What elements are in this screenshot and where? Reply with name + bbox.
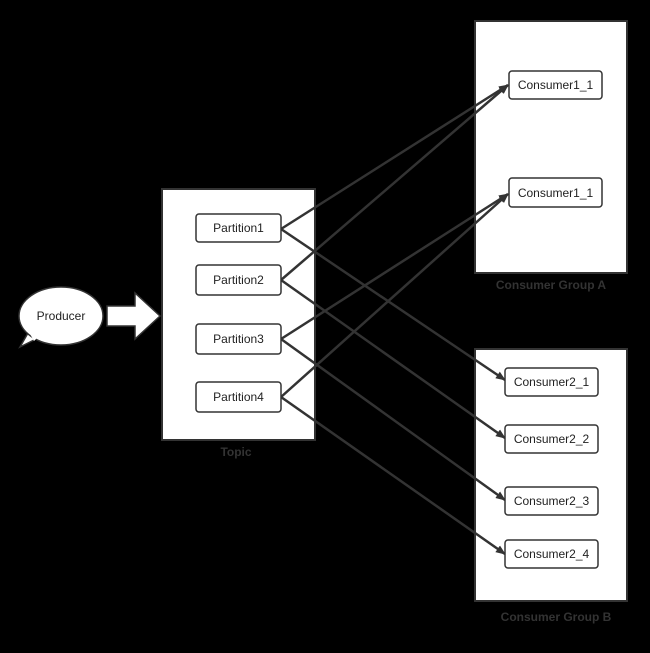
edge-p4-c2-4 bbox=[280, 395, 506, 556]
edge-p1-c1-1a bbox=[280, 83, 509, 231]
partition-node: Partition3 bbox=[195, 323, 282, 355]
consumer-label: Consumer2_2 bbox=[514, 432, 590, 446]
edge-p2-c2-2 bbox=[280, 278, 506, 440]
consumer-label: Consumer1_1 bbox=[518, 186, 594, 200]
partition-node: Partition1 bbox=[195, 213, 282, 243]
edges bbox=[280, 83, 509, 556]
consumer-node: Consumer2_4 bbox=[504, 539, 599, 569]
consumer-label: Consumer2_3 bbox=[514, 494, 590, 508]
partition-node: Partition2 bbox=[195, 264, 282, 296]
consumer-label: Consumer2_1 bbox=[514, 375, 590, 389]
partition-label: Partition4 bbox=[213, 390, 264, 404]
edge-p2-c1-1a bbox=[280, 84, 509, 281]
consumer-group-a-label: Consumer Group A bbox=[496, 278, 607, 292]
edge-p4-c1-1b bbox=[280, 193, 509, 398]
producer-bubble: Producer bbox=[18, 286, 104, 349]
consumer-group-a-container bbox=[474, 20, 628, 274]
consumer-node: Consumer1_1 bbox=[508, 177, 603, 208]
producer-to-topic-arrow bbox=[106, 291, 162, 341]
consumer-label: Consumer2_4 bbox=[514, 547, 590, 561]
partition-label: Partition1 bbox=[213, 221, 264, 235]
edge-p1-c2-1 bbox=[280, 227, 506, 382]
consumer-label: Consumer1_1 bbox=[518, 78, 594, 92]
consumer-node: Consumer1_1 bbox=[508, 70, 603, 100]
consumer-node: Consumer2_3 bbox=[504, 486, 599, 516]
topic-label: Topic bbox=[220, 445, 251, 459]
consumer-node: Consumer2_1 bbox=[504, 367, 599, 397]
partition-label: Partition3 bbox=[213, 332, 264, 346]
partition-label: Partition2 bbox=[213, 273, 264, 287]
consumer-node: Consumer2_2 bbox=[504, 424, 599, 454]
consumer-group-b-label: Consumer Group B bbox=[501, 610, 612, 624]
edge-p3-c1-1b bbox=[280, 192, 509, 341]
edge-p3-c2-3 bbox=[280, 337, 506, 502]
partition-node: Partition4 bbox=[195, 381, 282, 413]
producer-label: Producer bbox=[37, 309, 86, 323]
